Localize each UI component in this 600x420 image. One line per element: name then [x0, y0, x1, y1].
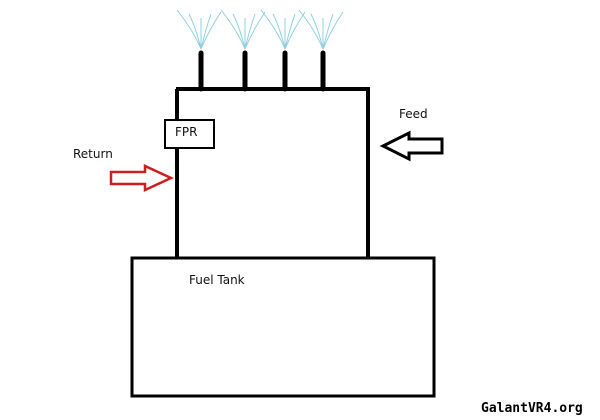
fuel-tank — [130, 256, 436, 398]
feed-label: Feed — [399, 107, 428, 121]
injector-sprays — [176, 9, 344, 50]
fuel-tank-label: Fuel Tank — [189, 273, 245, 287]
injector-spray-3 — [260, 9, 306, 50]
fpr-label: FPR — [175, 125, 197, 139]
return-arrow — [109, 164, 174, 192]
fuel-line-body — [175, 89, 370, 257]
injector-spray-2 — [220, 9, 266, 50]
feed-arrow — [379, 130, 444, 162]
injector-spray-1 — [176, 9, 222, 50]
fpr-box — [164, 119, 215, 149]
fuel-injectors — [198, 50, 326, 92]
injector-spray-4 — [298, 9, 344, 50]
return-label: Return — [73, 147, 113, 161]
watermark: GalantVR4.org — [481, 401, 583, 416]
